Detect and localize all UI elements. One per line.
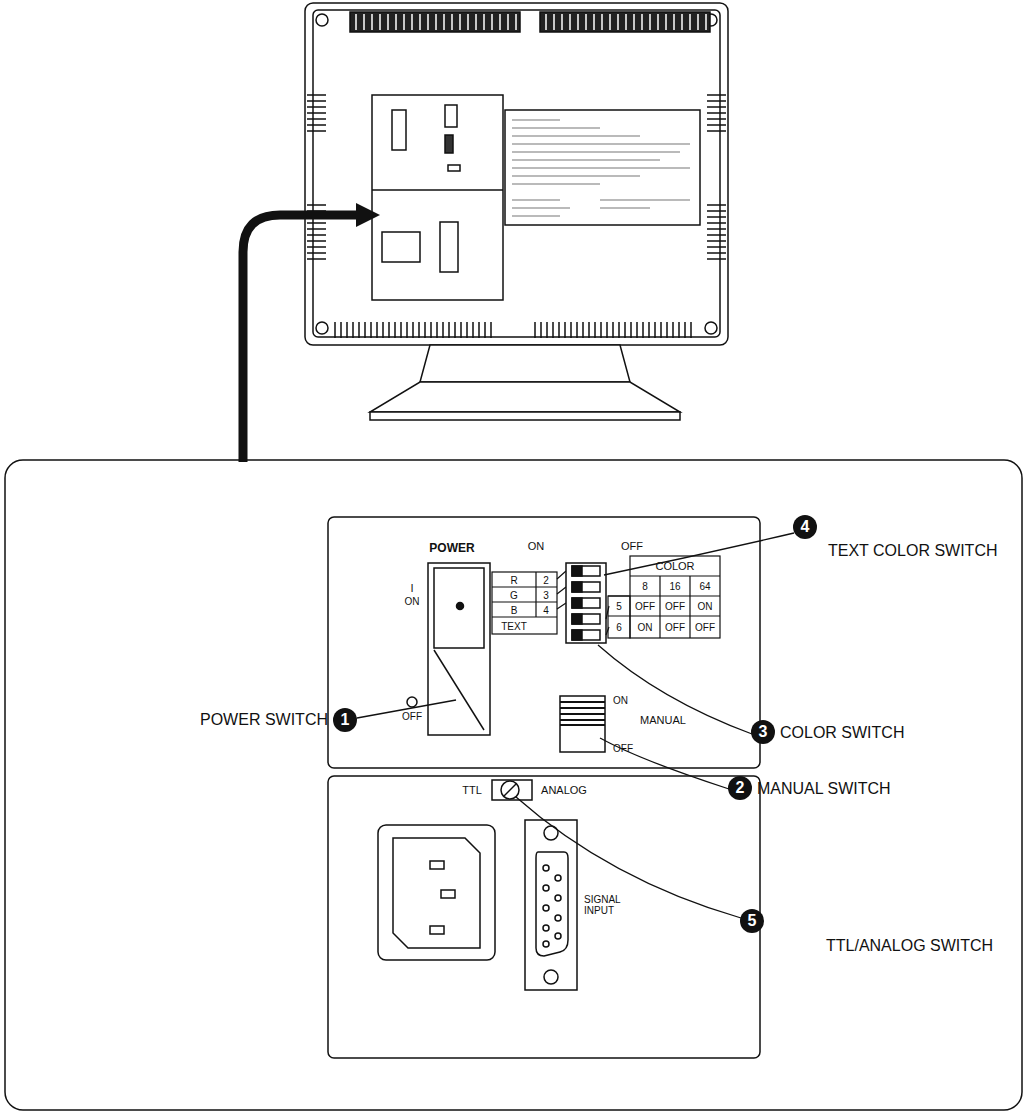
panel-label: ON: [698, 601, 713, 612]
manual-switch: [560, 696, 605, 752]
panel-label: I: [410, 582, 413, 594]
color-table: [608, 556, 720, 638]
callout-digit: 1: [341, 711, 350, 729]
panel-label: OFF: [665, 622, 685, 633]
callout-label: TTL/ANALOG SWITCH: [826, 937, 993, 955]
upper-panel: [328, 517, 760, 768]
panel-label: 16: [669, 581, 680, 592]
detail-frame: [5, 460, 1022, 1110]
power-switch-symbol: [407, 563, 490, 735]
ttl-analog-switch: [492, 780, 532, 800]
callout-number: 2: [728, 776, 752, 800]
panel-label: POWER: [429, 542, 474, 555]
panel-label: ON: [638, 622, 653, 633]
callout-number: 3: [751, 720, 775, 744]
panel-label: OFF: [613, 743, 633, 754]
lower-panel: [328, 776, 760, 1058]
panel-label: ANALOG: [541, 784, 587, 796]
panel-label: OFF: [665, 601, 685, 612]
panel-label: 6: [616, 622, 622, 633]
callout-label: TEXT COLOR SWITCH: [828, 542, 998, 560]
panel-label: 64: [699, 581, 710, 592]
dip-switch: [566, 563, 609, 643]
panel-label: TTL: [462, 784, 482, 796]
panel-label: 8: [642, 581, 648, 592]
monitor-back: [305, 3, 728, 420]
pointer-arrow: [243, 203, 380, 462]
callout-digit: 3: [759, 723, 768, 741]
signal-connector: [525, 820, 577, 990]
panel-label: OFF: [635, 601, 655, 612]
callout-number: 1: [333, 708, 357, 732]
callout-number: 5: [740, 909, 764, 933]
power-inlet: [378, 825, 495, 960]
panel-label: ON: [613, 695, 628, 706]
panel-label: OFF: [402, 711, 422, 722]
panel-label: ON: [528, 540, 545, 552]
panel-label: ON: [405, 596, 420, 607]
callout-digit: 4: [801, 518, 810, 536]
panel-label: 3: [543, 590, 549, 601]
panel-label: 4: [543, 605, 549, 616]
callout-label: COLOR SWITCH: [780, 724, 904, 742]
panel-label: COLOR: [655, 560, 694, 572]
panel-label: 5: [616, 601, 622, 612]
rgb-table: [492, 571, 566, 634]
panel-label: G: [510, 590, 518, 601]
leader-lines: [357, 533, 794, 918]
callout-number: 4: [793, 515, 817, 539]
callout-digit: 5: [748, 912, 757, 930]
callout-label: MANUAL SWITCH: [757, 780, 891, 798]
panel-label: 2: [543, 575, 549, 586]
panel-label: B: [511, 605, 518, 616]
panel-label: OFF: [695, 622, 715, 633]
callout-digit: 2: [736, 779, 745, 797]
callout-label: POWER SWITCH: [200, 711, 328, 729]
panel-label: SIGNAL INPUT: [584, 894, 634, 916]
panel-label: OFF: [621, 540, 643, 552]
panel-label: R: [510, 575, 517, 586]
panel-label: TEXT: [501, 621, 527, 632]
panel-label: MANUAL: [640, 714, 686, 726]
